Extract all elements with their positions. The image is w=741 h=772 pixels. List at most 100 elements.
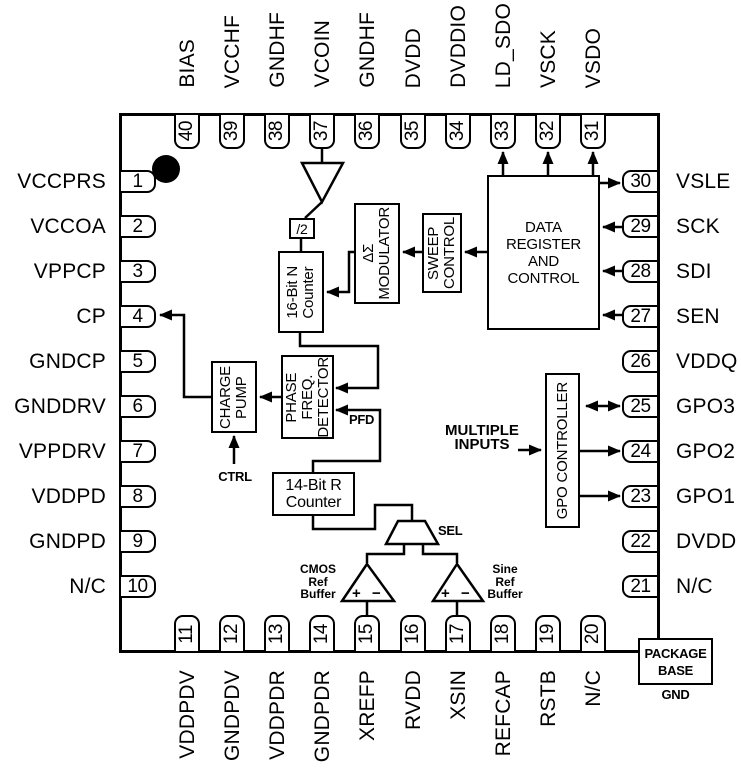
pin-left-6: 6: [119, 395, 156, 418]
pin-number: 9: [132, 530, 143, 552]
pin-left-2: 2: [119, 215, 156, 238]
wire-chargepump-cp-pin: [159, 309, 211, 399]
pin-label-vccprs: VCCPRS: [17, 170, 106, 193]
pin-bottom-19: 19: [534, 615, 561, 653]
data-register-label: DATA REGISTER AND CONTROL: [505, 218, 582, 287]
pin-right-24: 24: [622, 440, 659, 463]
pin-label-rstb: RSTB: [536, 670, 560, 727]
pin-number: 27: [630, 305, 651, 327]
pin-number: 38: [266, 120, 288, 142]
pin-label-xrefp: XREFP: [356, 670, 380, 742]
pin-top-31: 31: [579, 113, 606, 149]
pin-right-25: 25: [622, 395, 659, 418]
gpo-controller-label: GPO CONTROLLER: [554, 381, 571, 520]
pin-label-gndhf-38: GNDHF: [266, 12, 290, 88]
pin-number: 17: [446, 623, 468, 645]
pin-label-vddpdr: VDDPDR: [266, 670, 290, 760]
ctrl-label: CTRL: [218, 469, 252, 484]
pin-label-bias: BIAS: [176, 39, 199, 88]
data-register-block: DATA REGISTER AND CONTROL: [487, 175, 600, 330]
pin-left-3: 3: [119, 260, 156, 283]
pin-left-7: 7: [119, 440, 156, 463]
cmos-buffer-minus-sign: −: [372, 585, 381, 602]
pin-bottom-17: 17: [444, 615, 471, 653]
pin-label-vsle: VSLE: [676, 170, 731, 193]
sel-label: SEL: [438, 523, 463, 538]
pin-label-gndhf-36: GNDHF: [356, 12, 380, 88]
pin-right-27: 27: [622, 305, 659, 328]
pin-number: 13: [266, 623, 288, 645]
delta-sigma-modulator-block: ΔΣ MODULATOR: [354, 203, 400, 304]
pin-right-29: 29: [622, 215, 659, 238]
pin-number: 22: [630, 530, 651, 552]
pin-number: 32: [536, 120, 558, 142]
package-base-label: PACKAGE BASE: [644, 645, 707, 678]
pin-number: 40: [176, 120, 197, 142]
pin-label-refcap: REFCAP: [491, 670, 515, 757]
pin-number: 4: [132, 305, 143, 327]
pin-label-dvddio: DVDDIO: [446, 5, 470, 88]
pin-label-vddpdv: VDDPDV: [176, 670, 199, 759]
pin-bottom-18: 18: [489, 615, 516, 653]
pin-label-vppcp: VPPCP: [33, 260, 106, 283]
pin-number: 36: [356, 120, 378, 142]
pin-number: 19: [536, 623, 558, 645]
pin1-marker-dot: [152, 155, 180, 183]
pin-bottom-20: 20: [579, 615, 606, 653]
pin-number: 24: [630, 440, 651, 462]
pin-number: 1: [132, 170, 143, 192]
pin-left-5: 5: [119, 350, 156, 373]
pin-label-dvdd-35: DVDD: [401, 27, 425, 88]
wire-mod-ncounter: [326, 250, 354, 298]
pin-top-37: 37: [309, 113, 336, 149]
pin-label-vcoin: VCOIN: [311, 20, 335, 88]
sine-buffer-plus-sign: +: [441, 585, 450, 602]
sel-mux-trapezoid: [383, 519, 441, 546]
pin-number: 7: [132, 440, 143, 462]
phase-freq-detector-label: PHASE FREQ. DETECTOR: [282, 356, 332, 438]
pin-top-34: 34: [444, 113, 471, 149]
pin-top-33: 33: [489, 113, 516, 149]
pin-label-sen: SEN: [676, 305, 720, 328]
pin-number: 30: [630, 170, 651, 192]
pin-top-40: 40: [174, 113, 200, 149]
n-counter-label: 16-Bit N Counter: [284, 265, 317, 319]
pin-label-gndpd: GNDPD: [29, 530, 106, 553]
pin-number: 2: [132, 215, 143, 237]
pin-label-vccoa: VCCOA: [30, 215, 106, 238]
pin-label-nc-21: N/C: [676, 575, 713, 598]
pin-number: 29: [630, 215, 651, 237]
pin-label-dvdd-22: DVDD: [676, 530, 737, 553]
pin-number: 16: [401, 623, 423, 645]
pin-label-gndpdr: GNDPDR: [311, 670, 335, 763]
pin-left-10: 10: [119, 575, 156, 598]
pin-number: 5: [132, 350, 143, 372]
gpo-controller-block: GPO CONTROLLER: [545, 373, 580, 528]
pin-label-vcchf: VCCHF: [221, 14, 245, 88]
pin-label-vsdo: VSDO: [581, 27, 605, 88]
wire-sinebuf-mux: [421, 544, 459, 563]
pin-top-32: 32: [534, 113, 561, 149]
pin-number: 33: [491, 120, 513, 142]
sine-buffer-minus-sign: −: [461, 585, 470, 602]
pin-right-28: 28: [622, 260, 659, 283]
pin-label-vsck: VSCK: [536, 30, 560, 88]
sine-ref-buffer-label: Sine Ref Buffer: [487, 562, 523, 601]
pin-number: 34: [446, 120, 468, 142]
pin-number: 31: [581, 120, 603, 142]
pin-number: 28: [630, 260, 651, 282]
pin-label-sdi: SDI: [676, 260, 712, 283]
pin-label-ld-sdo: LD_SDO: [491, 2, 515, 88]
pfd-signal-label: PFD: [349, 412, 375, 427]
sweep-control-label: SWEEP CONTROL: [425, 217, 458, 289]
pin-bottom-11: 11: [174, 615, 200, 653]
pin-label-xsin: XSIN: [446, 670, 470, 720]
pin-number: 23: [630, 485, 651, 507]
pin-number: 21: [630, 575, 651, 597]
pin-label-gnddrv: GNDDRV: [14, 395, 106, 418]
pin-bottom-13: 13: [264, 615, 291, 653]
pin-number: 20: [581, 623, 603, 645]
wire-buffer-div2: [304, 201, 323, 219]
charge-pump-label: CHARGE PUMP: [217, 365, 250, 429]
